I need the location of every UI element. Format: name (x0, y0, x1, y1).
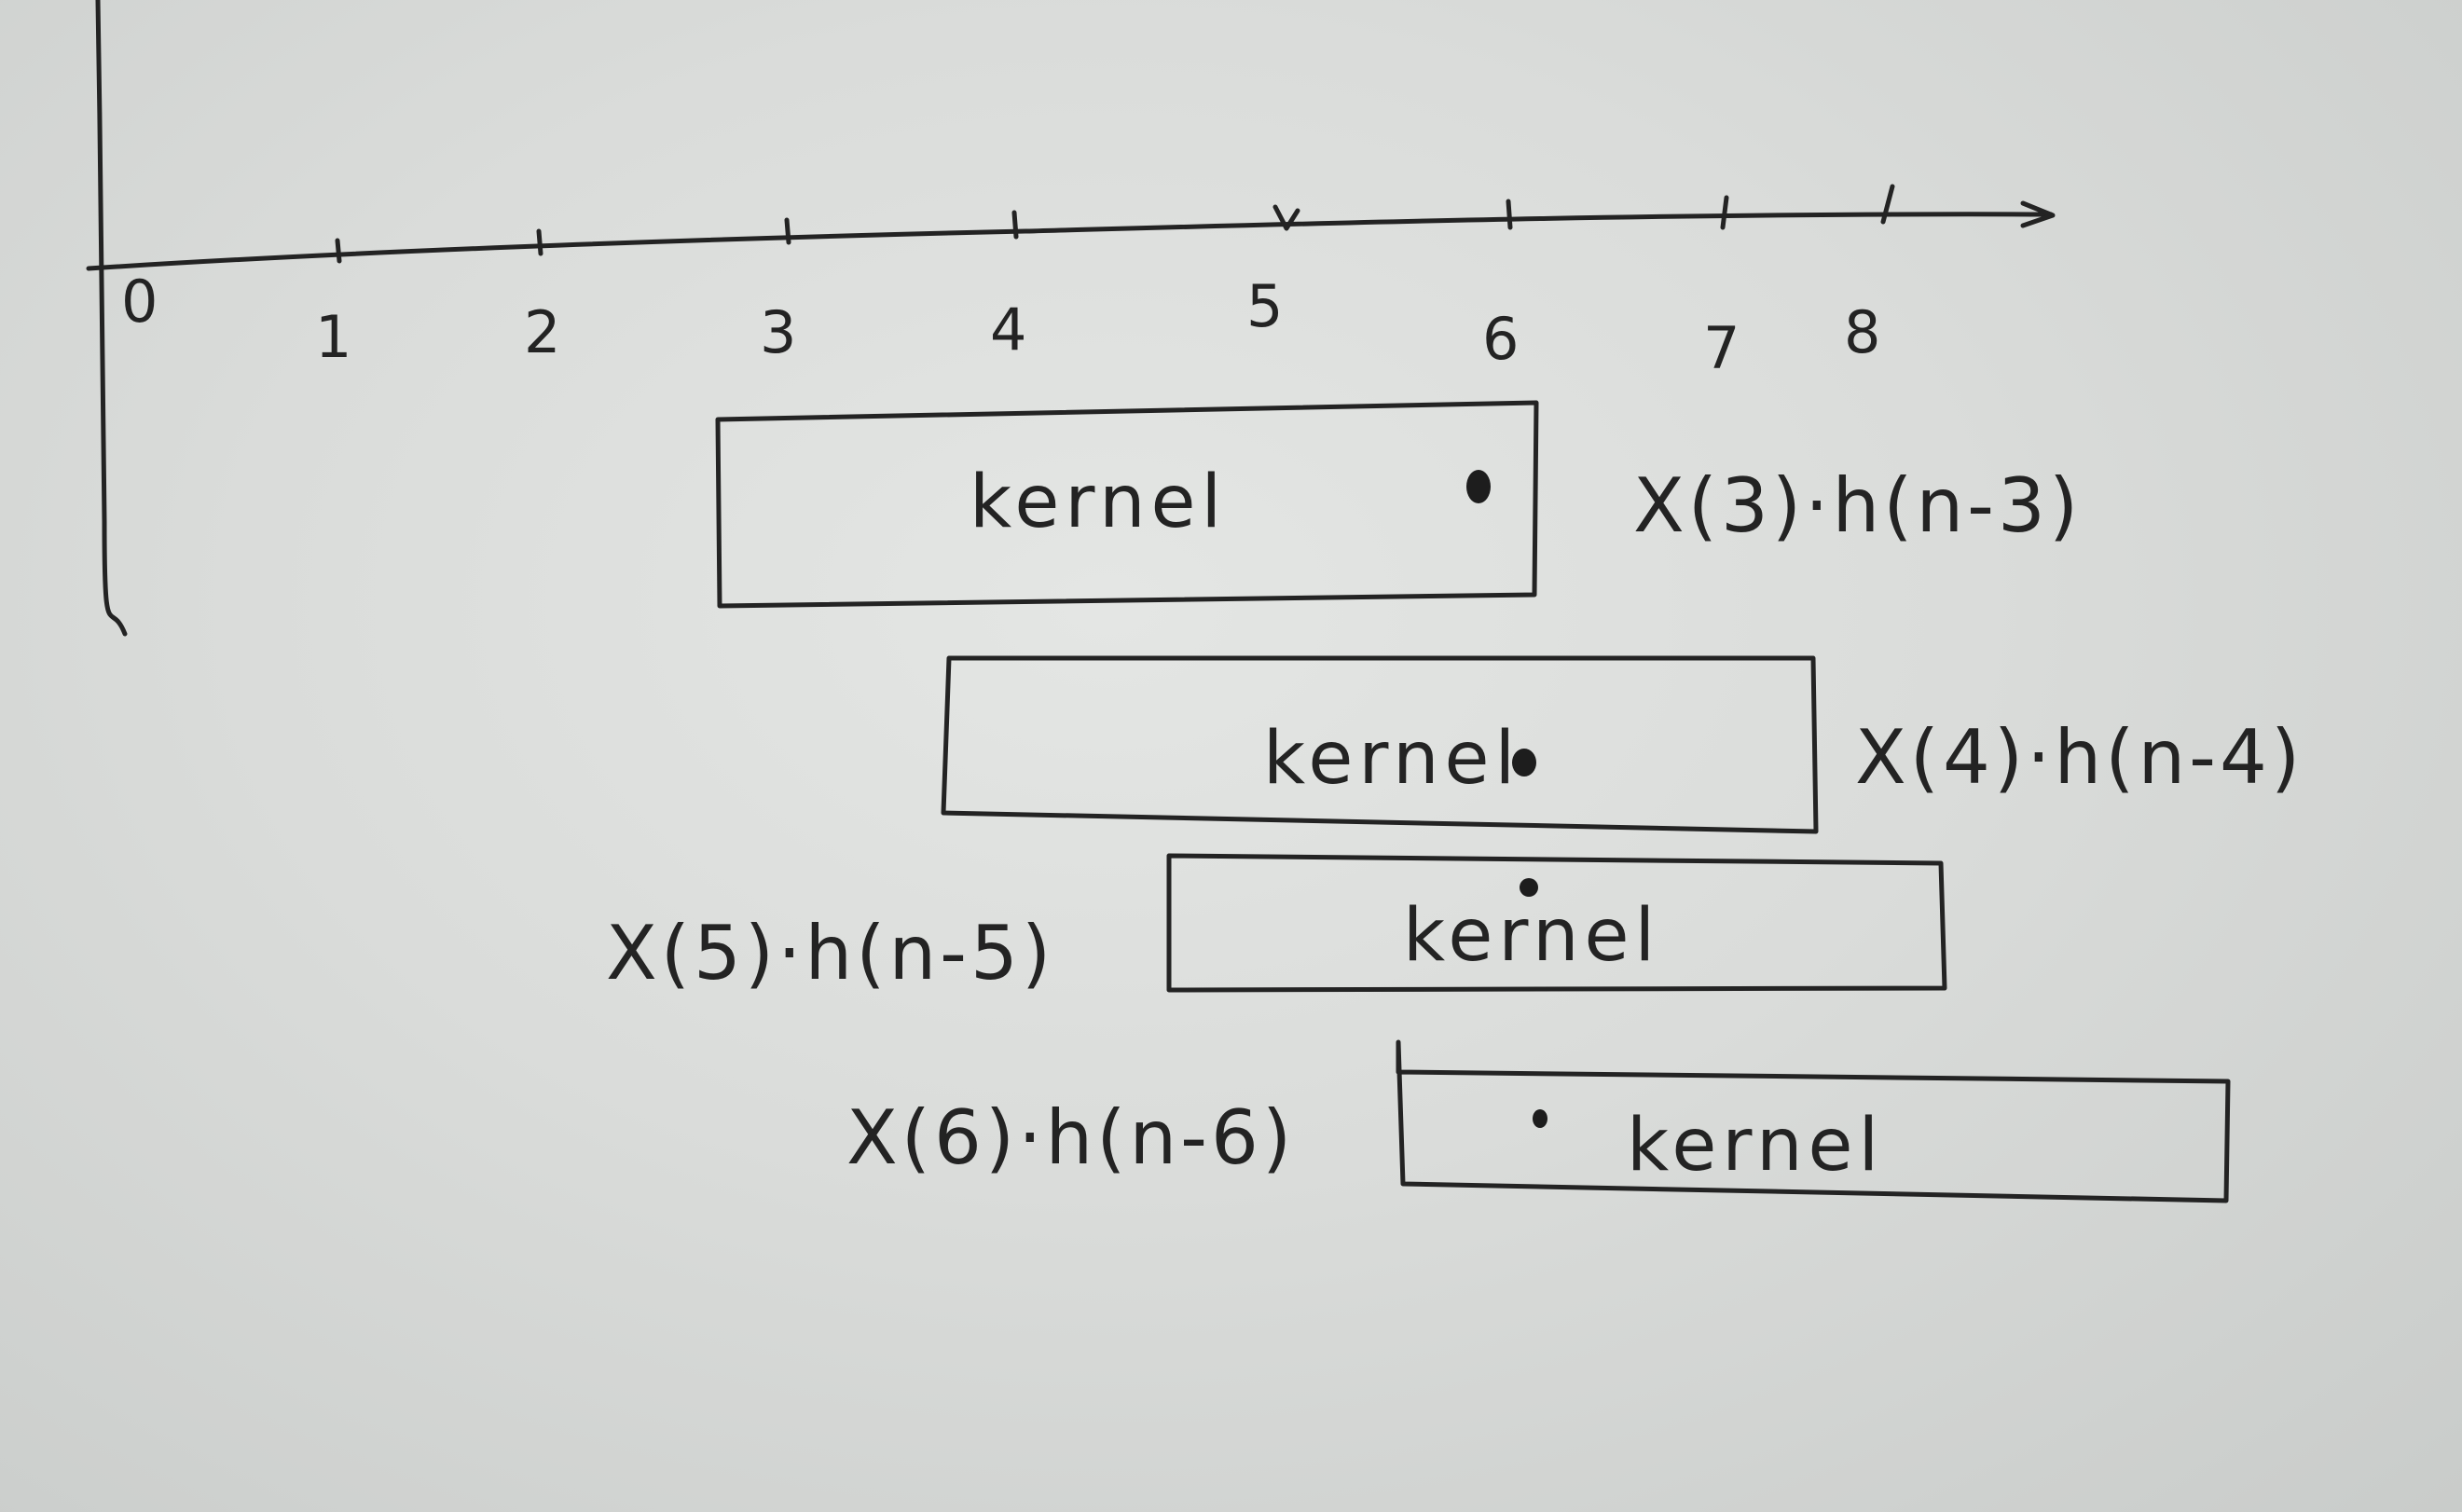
kernel-label: kernel (1403, 894, 1660, 978)
tick-mark (1880, 184, 1895, 225)
tick-mark (536, 228, 543, 256)
tick-label: 5 (1246, 272, 1283, 340)
sample-dot (1520, 878, 1538, 897)
sample-dot (1512, 749, 1536, 777)
tick-label: 1 (315, 303, 351, 371)
tick-mark (335, 238, 342, 264)
kernel-row-4: X(6)·h(n-6) kernel (846, 1039, 2231, 1203)
kernel-box (1396, 1039, 2231, 1203)
kernel-box (715, 400, 1539, 609)
tick-label: 4 (990, 296, 1026, 364)
kernel-row-1: kernel X(3)·h(n-3) (715, 400, 2082, 609)
sample-dot (1466, 470, 1491, 503)
kernel-label: kernel (1263, 717, 1520, 801)
kernel-row-2: kernel X(4)·h(n-4) (941, 655, 2304, 834)
formula-label: X(5)·h(n-5) (606, 910, 1054, 997)
tick-mark (1506, 199, 1513, 230)
tick-label: 2 (524, 298, 560, 366)
formula-label: X(3)·h(n-3) (1633, 462, 2082, 549)
formula-label: X(6)·h(n-6) (846, 1094, 1295, 1181)
axis-tick-labels: 0 1 2 3 4 5 6 7 8 (121, 268, 1880, 382)
tick-mark (1272, 204, 1300, 231)
tick-label: 6 (1482, 305, 1519, 373)
sample-dot (1533, 1109, 1547, 1128)
vertical-axis (95, 0, 128, 637)
tick-mark (1720, 195, 1729, 230)
tick-label: 3 (760, 298, 796, 366)
formula-label: X(4)·h(n-4) (1855, 714, 2304, 801)
axis-tick-marks (335, 184, 1895, 264)
tick-label: 8 (1844, 298, 1880, 366)
tick-label: 0 (121, 268, 158, 336)
horizontal-axis (86, 212, 2054, 271)
tick-mark (1011, 210, 1019, 240)
kernel-box (1166, 853, 1947, 993)
kernel-row-3: X(5)·h(n-5) kernel (606, 853, 1947, 997)
kernel-label: kernel (1627, 1104, 1884, 1188)
kernel-box (941, 655, 1819, 834)
tick-label: 7 (1703, 314, 1740, 382)
axis-arrow-icon (2020, 200, 2056, 228)
kernel-label: kernel (970, 460, 1227, 544)
tick-mark (784, 217, 791, 245)
